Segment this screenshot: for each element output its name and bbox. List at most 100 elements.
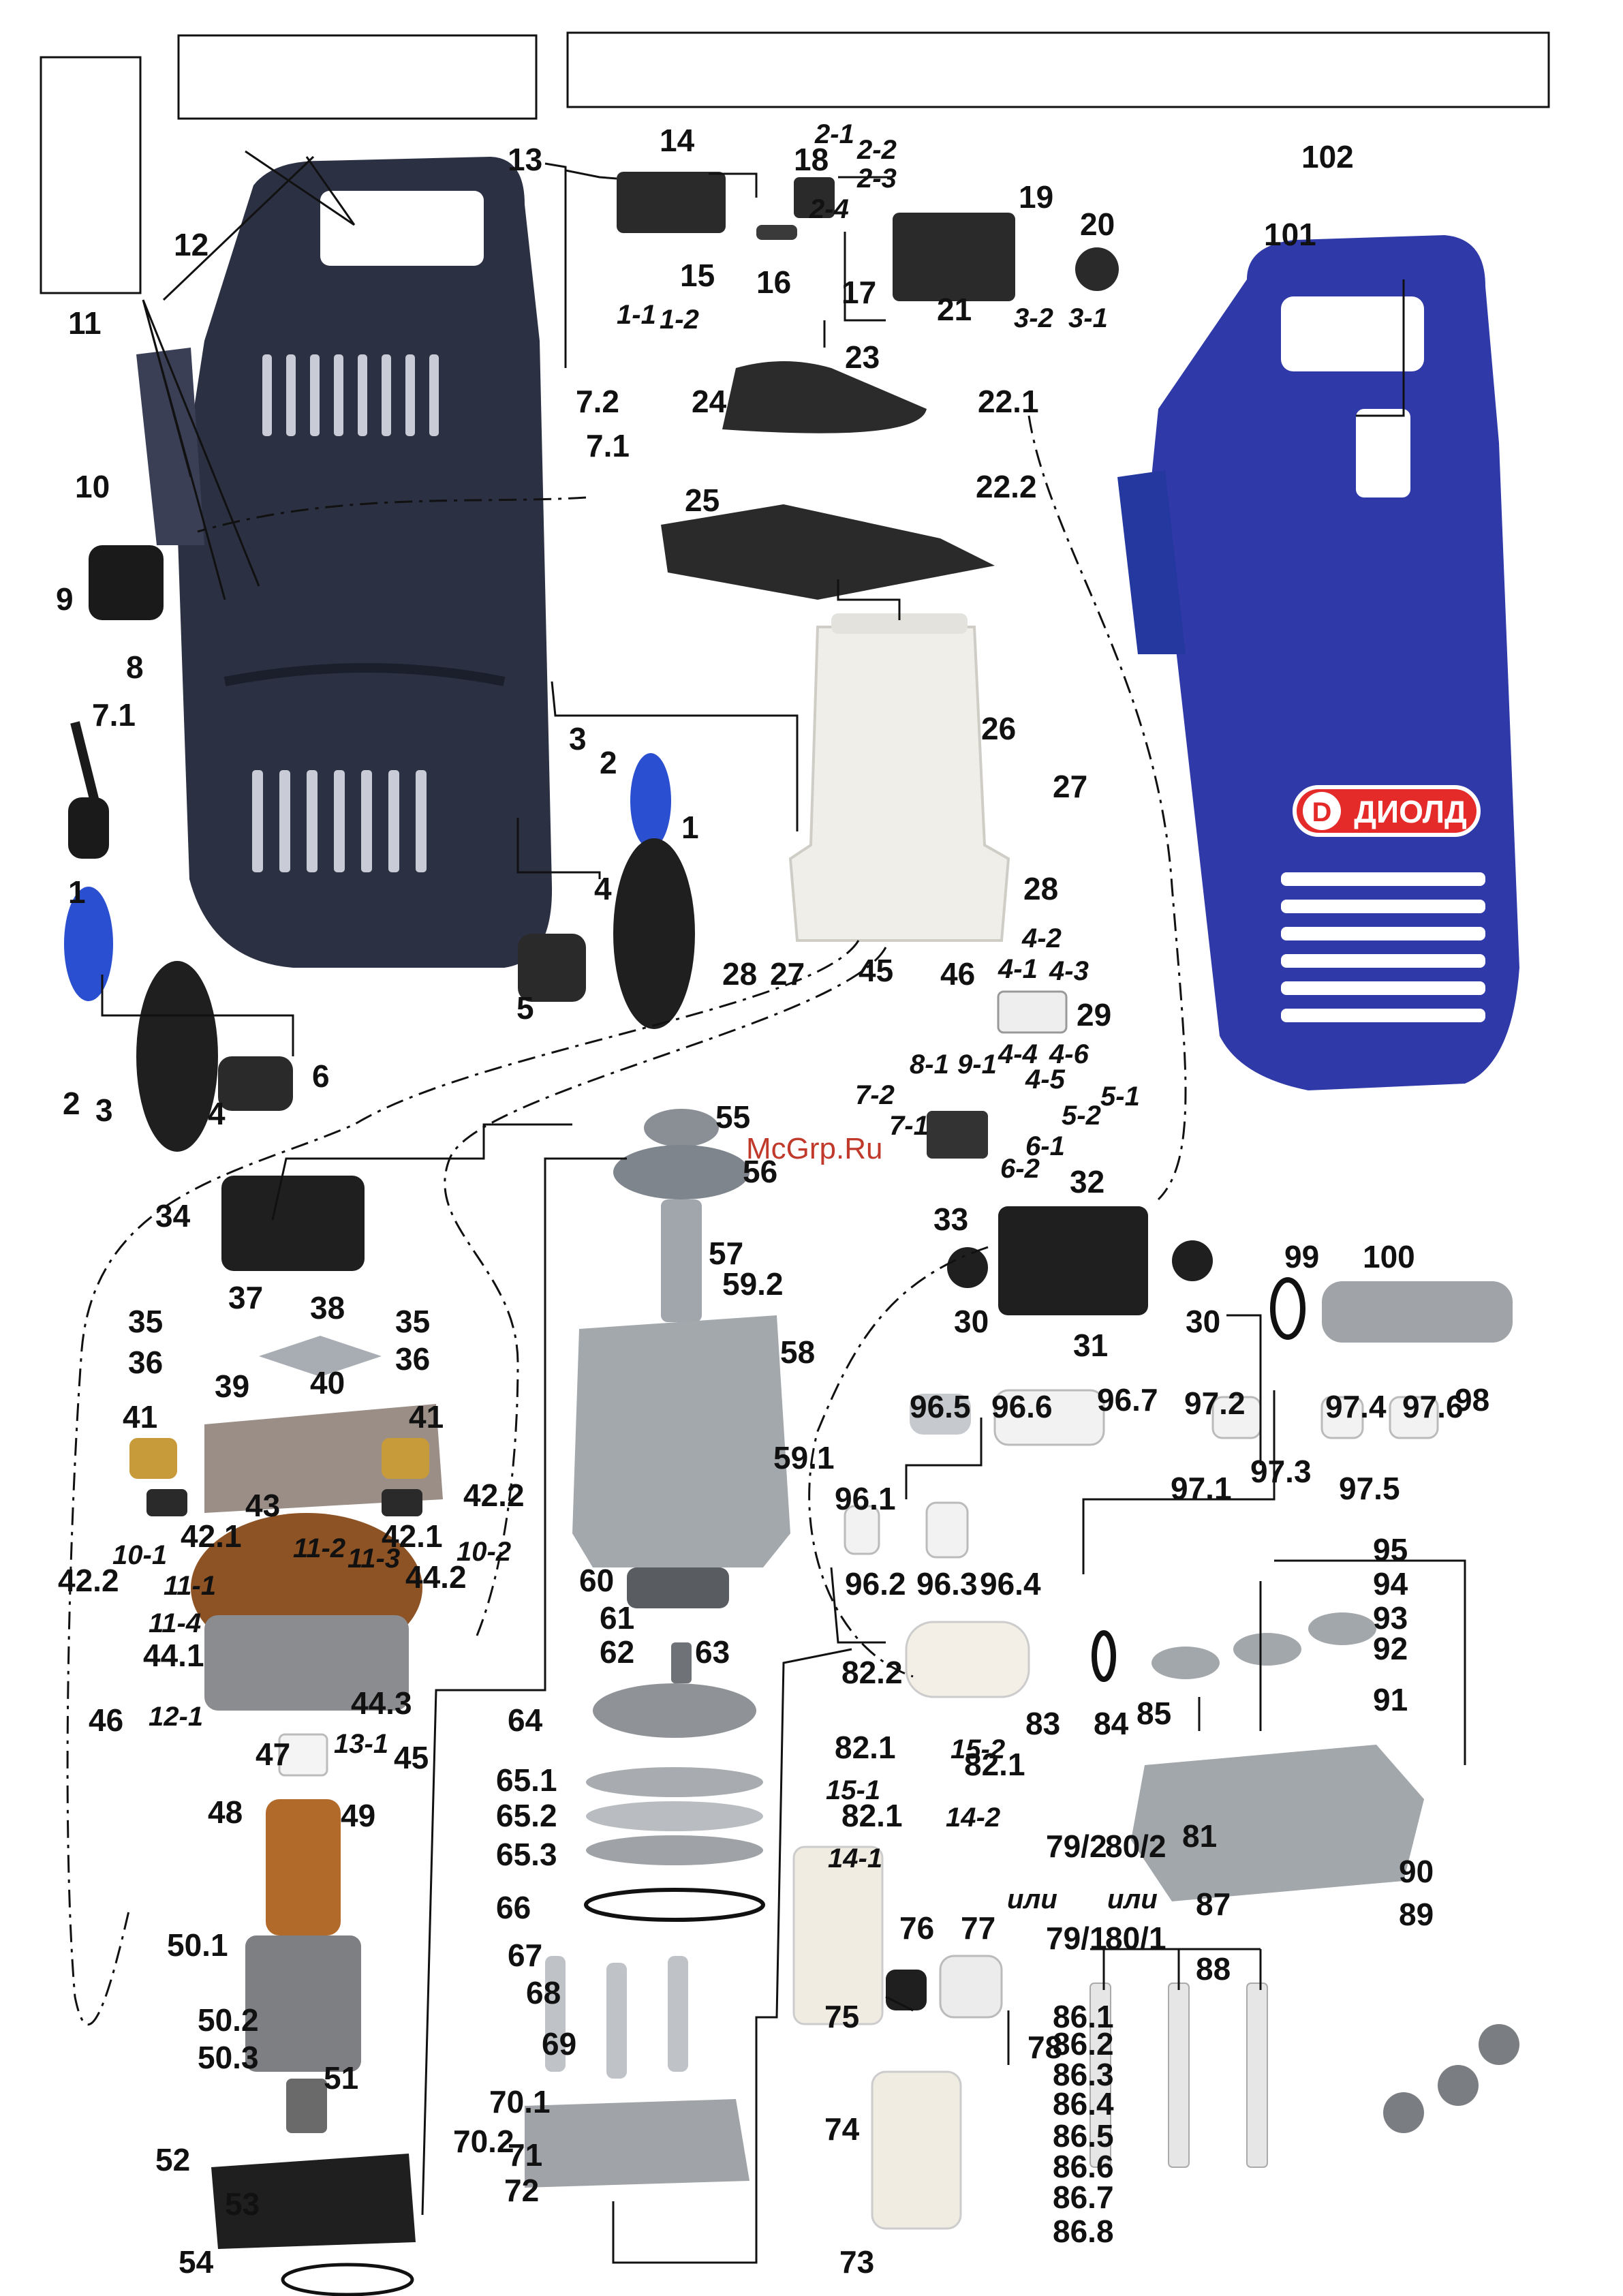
wire-label: 13-1: [334, 1729, 388, 1759]
part-label: 86.5: [1053, 2118, 1114, 2154]
part-label: 71: [508, 2137, 542, 2173]
part-label: 63: [695, 1634, 730, 1670]
part-label: 96.7: [1097, 1382, 1158, 1418]
part-label: 34: [155, 1198, 191, 1234]
terminal-block-capacitor: [927, 990, 1213, 1315]
part-label: 6: [312, 1058, 330, 1094]
part-label: 96.3: [916, 1566, 978, 1602]
part-label: 10: [75, 469, 110, 504]
part-label: 39: [215, 1368, 249, 1404]
wire-label: 2-3: [856, 164, 897, 194]
part-label: 79/1: [1046, 1920, 1107, 1956]
wiring-routes: [66, 150, 1466, 2264]
part-label: 3: [569, 721, 587, 756]
part-label: 97.2: [1184, 1386, 1246, 1421]
front-cover: [1117, 235, 1519, 1090]
part-label: 85: [1137, 1696, 1171, 1731]
part-label: 35: [395, 1304, 430, 1339]
part-label: 93: [1373, 1600, 1408, 1636]
part-label: 4: [594, 871, 612, 906]
part-label: 75: [824, 1999, 859, 2034]
wire-label: 11-4: [149, 1608, 201, 1638]
motor-assembly: [129, 1176, 443, 2296]
wire-label: 5-1: [1100, 1082, 1140, 1112]
part-label: 92: [1373, 1631, 1408, 1666]
part-label: 7.1: [92, 697, 136, 733]
wire-label: 2-4: [809, 194, 849, 224]
part-label: 42.1: [181, 1518, 242, 1554]
part-label: 81: [1182, 1818, 1217, 1854]
part-label: 86.3: [1053, 2057, 1114, 2092]
part-label: 29: [1077, 997, 1111, 1032]
part-label: 59.1: [773, 1440, 835, 1475]
part-label: 11: [68, 305, 102, 341]
part-label: 13: [508, 142, 542, 177]
part-label: 94: [1373, 1566, 1408, 1602]
part-label: 101: [1264, 217, 1316, 252]
part-label: 31: [1073, 1328, 1108, 1363]
part-label: 58: [780, 1334, 815, 1370]
part-label: 91: [1373, 1682, 1408, 1717]
part-label: 2: [63, 1086, 80, 1121]
wire-label: 8-1: [910, 1050, 949, 1080]
part-label: 17: [841, 275, 876, 310]
part-label: 5: [516, 990, 534, 1026]
part-label: 60: [579, 1563, 614, 1598]
wire-label: 14-1: [828, 1843, 882, 1873]
part-label: 102: [1301, 139, 1354, 174]
part-label: 28: [1023, 871, 1058, 906]
part-label: 12: [174, 227, 208, 262]
part-labels: 1 1 2 2 3 3 4 4 5 6 7.1 7.1 7.2 8 9 10 1…: [56, 123, 1489, 2280]
part-label: 42.2: [463, 1478, 525, 1513]
part-label: 56: [743, 1154, 777, 1189]
wheel-caps: [64, 753, 695, 1152]
part-label: 61: [600, 1600, 634, 1636]
wire-labels: 1-1 1-2 2-1 2-2 2-3 2-4 3-1 3-2 4-1 4-2 …: [112, 119, 1140, 1873]
part-label: 44.1: [143, 1638, 204, 1673]
part-label: 46: [89, 1702, 123, 1738]
part-label: 33: [933, 1201, 968, 1237]
wire-label: 11-3: [347, 1544, 400, 1574]
part-label: 66: [496, 1890, 531, 1925]
part-label: 97.6: [1402, 1389, 1464, 1424]
part-label: 3: [95, 1092, 113, 1128]
part-label: 96.5: [910, 1389, 971, 1424]
part-label: 50.2: [198, 2002, 259, 2038]
part-label: 86.6: [1053, 2149, 1114, 2184]
part-label: 55: [715, 1099, 750, 1135]
part-label: 82.2: [841, 1655, 903, 1690]
part-label: 86.1: [1053, 1999, 1114, 2034]
part-label: 47: [256, 1736, 290, 1772]
part-label: 97.5: [1339, 1471, 1400, 1506]
header-box-right: [566, 31, 1550, 108]
part-label: 65.2: [496, 1798, 557, 1833]
part-label: 76: [899, 1910, 934, 1946]
part-label: 45: [394, 1740, 429, 1775]
part-label: 32: [1070, 1164, 1104, 1199]
side-box: [40, 56, 142, 294]
alternative-labels: или или: [1007, 1884, 1158, 1914]
wire-label: 1-2: [660, 305, 699, 335]
part-label: 23: [845, 339, 880, 375]
part-label: 86.8: [1053, 2214, 1114, 2249]
part-label: 51: [324, 2060, 358, 2096]
power-cord-plug: [68, 545, 164, 859]
part-label: 64: [508, 1702, 543, 1738]
part-label: 50.1: [167, 1927, 228, 1963]
part-label: 7.2: [576, 384, 619, 419]
wire-label: 6-2: [1000, 1154, 1040, 1184]
part-label: 84: [1094, 1706, 1129, 1741]
part-label: 65.3: [496, 1837, 557, 1872]
part-label: 41: [123, 1399, 157, 1435]
wire-label: 2-2: [856, 135, 897, 165]
part-label: 62: [600, 1634, 634, 1670]
part-label: 86.2: [1053, 2026, 1114, 2062]
part-label: 46: [940, 956, 975, 992]
part-label: 28: [722, 956, 757, 992]
part-label: 21: [937, 292, 972, 327]
part-label: 59.2: [722, 1266, 784, 1302]
part-label: 96.4: [980, 1566, 1041, 1602]
part-label: 22.1: [978, 384, 1039, 419]
part-label: 30: [1186, 1304, 1220, 1339]
wire-label: 15-1: [826, 1775, 880, 1805]
